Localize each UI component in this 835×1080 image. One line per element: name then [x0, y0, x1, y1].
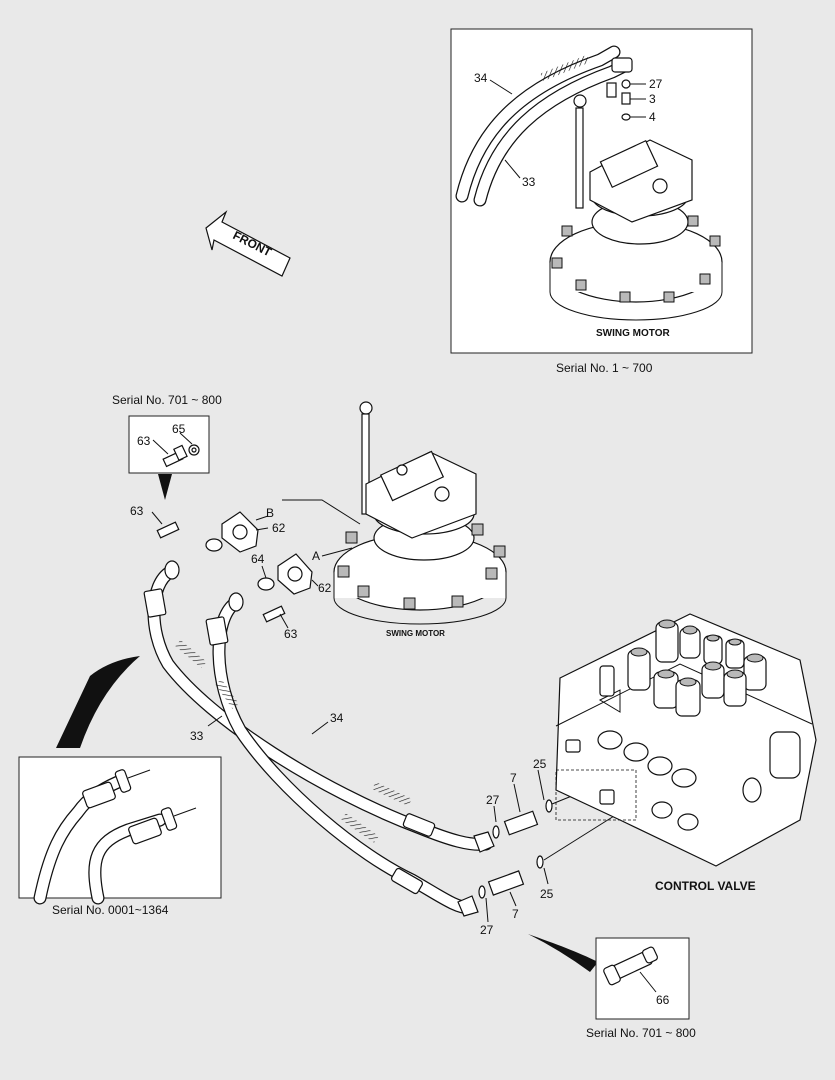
callout-B: B — [266, 506, 274, 520]
callout-27-a: 27 — [486, 793, 500, 807]
callout-25-a: 25 — [533, 757, 547, 771]
callout-63-a: 63 — [130, 504, 144, 518]
callout-62-b: 62 — [318, 581, 332, 595]
callout-27-b: 27 — [480, 923, 494, 937]
callout-A: A — [312, 549, 320, 563]
flange-parts — [151, 511, 319, 629]
swing-motor-inset-label: SWING MOTOR — [596, 328, 670, 339]
fitting-inset — [528, 934, 690, 1020]
callout-62-a: 62 — [272, 521, 286, 535]
callout-7-b: 7 — [512, 907, 519, 921]
callout-66: 66 — [656, 993, 670, 1007]
serial-label-bottom-right: Serial No. 701 ~ 800 — [586, 1026, 696, 1040]
callout-64: 64 — [251, 552, 265, 566]
callout-inset-27: 27 — [649, 77, 663, 91]
serial-label-top-left: Serial No. 701 ~ 800 — [112, 393, 222, 407]
serial-label-bottom-left: Serial No. 0001~1364 — [52, 903, 169, 917]
callout-inset-63: 63 — [137, 434, 151, 448]
callout-34: 34 — [330, 711, 344, 725]
swing-motor-main — [282, 401, 507, 625]
hose-end-inset — [18, 656, 222, 905]
control-valve — [555, 613, 817, 867]
control-valve-label: CONTROL VALVE — [655, 879, 756, 893]
hose-assembly — [143, 560, 495, 917]
callout-63-b: 63 — [284, 627, 298, 641]
callout-7-a: 7 — [510, 771, 517, 785]
callout-inset-65: 65 — [172, 422, 186, 436]
callout-inset-33: 33 — [522, 175, 536, 189]
swing-motor-main-label: SWING MOTOR — [386, 629, 445, 638]
callout-inset-4: 4 — [649, 110, 656, 124]
callout-inset-34: 34 — [474, 71, 488, 85]
callout-inset-3: 3 — [649, 92, 656, 106]
inset-serial-1-700 — [450, 28, 753, 354]
serial-label-top-right: Serial No. 1 ~ 700 — [556, 361, 653, 375]
callout-25-b: 25 — [540, 887, 554, 901]
bolt-inset — [128, 415, 210, 500]
callout-33: 33 — [190, 729, 204, 743]
front-arrow — [205, 210, 291, 277]
